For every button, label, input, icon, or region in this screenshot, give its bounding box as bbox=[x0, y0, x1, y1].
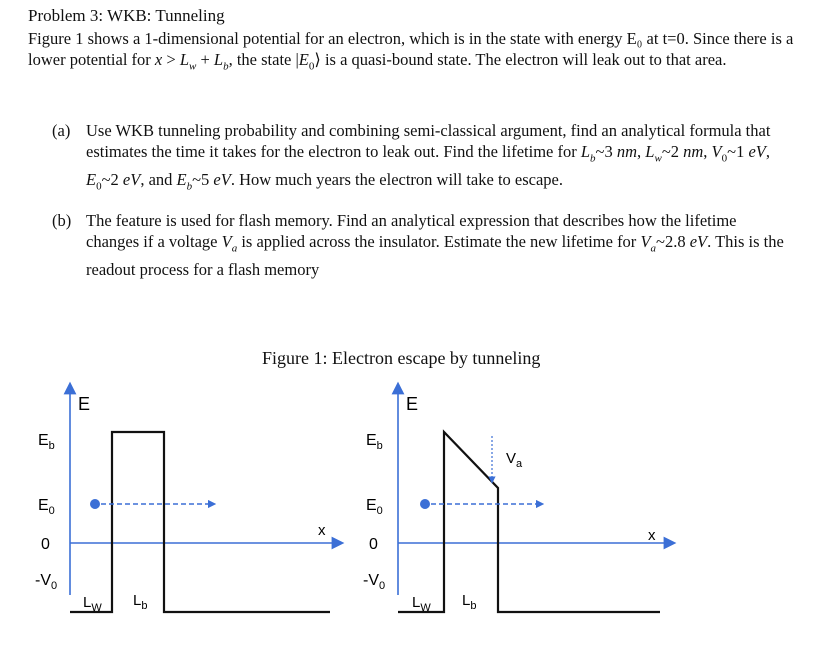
right-axis-x-label: x bbox=[648, 527, 656, 544]
left-axis-x-label: x bbox=[318, 522, 326, 539]
part-b-text: The feature is used for flash memory. Fi… bbox=[86, 211, 784, 280]
left-level-zero: 0 bbox=[41, 536, 50, 553]
left-level-eb: Eb bbox=[38, 432, 55, 452]
left-level-v0: -V0 bbox=[35, 572, 57, 592]
right-region-lb: Lb bbox=[462, 592, 476, 612]
figure-caption: Figure 1: Electron escape by tunneling bbox=[262, 348, 541, 368]
right-level-eb: Eb bbox=[366, 432, 383, 452]
right-label-va: Va bbox=[506, 450, 523, 470]
part-a-label: (a) bbox=[52, 121, 71, 140]
part-b: (b) The feature is used for flash memory… bbox=[52, 210, 792, 280]
right-level-zero: 0 bbox=[369, 536, 378, 553]
part-b-label: (b) bbox=[52, 211, 72, 230]
left-panel: E x Eb E0 0 -V0 LW Lb bbox=[35, 381, 345, 614]
right-level-v0: -V0 bbox=[363, 572, 385, 592]
right-electron-dot bbox=[420, 499, 430, 509]
left-electron-dot bbox=[90, 499, 100, 509]
left-region-lb: Lb bbox=[133, 592, 147, 612]
part-a: (a) Use WKB tunneling probability and co… bbox=[52, 120, 792, 210]
right-panel: E x Eb E0 0 -V0 Va LW Lb bbox=[363, 381, 677, 614]
left-potential-curve bbox=[70, 430, 330, 614]
left-axis-y-label: E bbox=[78, 394, 90, 414]
right-level-e0: E0 bbox=[366, 497, 383, 517]
part-a-text: Use WKB tunneling probability and combin… bbox=[86, 121, 771, 193]
right-axis-y-label: E bbox=[406, 394, 418, 414]
right-potential-curve bbox=[398, 429, 660, 614]
left-level-e0: E0 bbox=[38, 497, 55, 517]
problem-title: Problem 3: WKB: Tunneling bbox=[28, 6, 225, 25]
problem-intro: Figure 1 shows a 1-dimensional potential… bbox=[28, 29, 794, 73]
